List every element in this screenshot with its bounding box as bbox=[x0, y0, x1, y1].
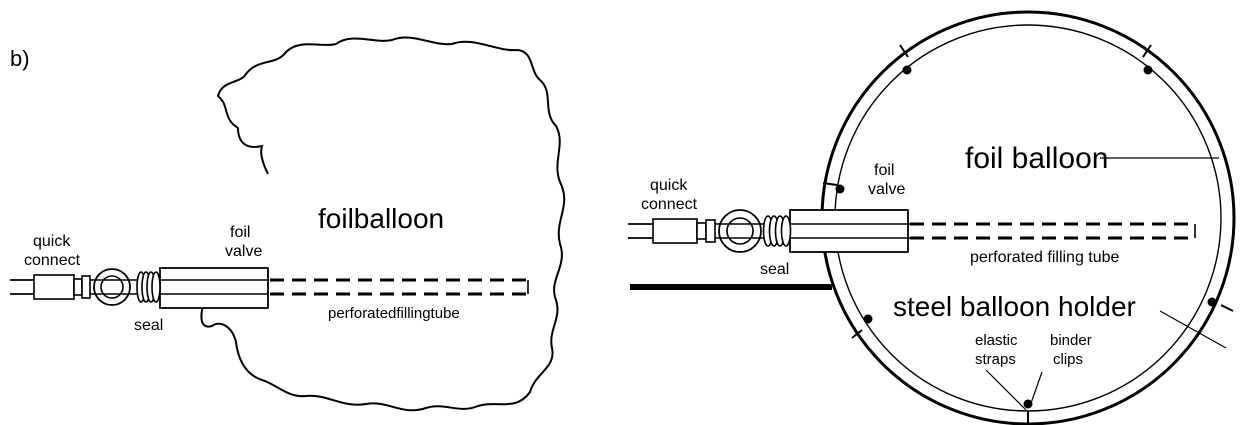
left-balloon-label: foilballoon bbox=[318, 203, 444, 234]
right-clips-leader bbox=[1029, 371, 1043, 407]
left-panel bbox=[10, 36, 566, 412]
right-clips-label-1: binder bbox=[1050, 332, 1092, 349]
right-quick-label-2: connect bbox=[641, 196, 698, 213]
left-quick-label-1: quick bbox=[33, 233, 71, 250]
right-valve-label-1: foil bbox=[874, 162, 894, 179]
right-valve-label-2: valve bbox=[868, 181, 905, 198]
right-panel bbox=[628, 10, 1236, 425]
right-balloon-label: foil balloon bbox=[965, 142, 1108, 175]
left-quick-label-2: connect bbox=[24, 252, 81, 269]
right-quick-label-1: quick bbox=[650, 177, 688, 194]
left-tube-label: perforatedfillingtube bbox=[328, 305, 460, 322]
left-seal-coils bbox=[136, 271, 161, 303]
right-holder-label: steel balloon holder bbox=[893, 291, 1136, 322]
right-binder-clips bbox=[822, 44, 1234, 424]
left-seal-label: seal bbox=[134, 317, 163, 334]
left-valve-label-1: foil bbox=[230, 224, 250, 241]
right-clips-label-2: clips bbox=[1053, 351, 1083, 368]
right-straps-label-2: straps bbox=[975, 351, 1016, 368]
right-tube-label: perforated filling tube bbox=[970, 249, 1120, 266]
right-straps-leader bbox=[985, 369, 1027, 411]
right-labels: quick connect foil valve foil balloon se… bbox=[641, 142, 1136, 368]
right-seal-label: seal bbox=[760, 261, 789, 278]
figure-label: b) bbox=[10, 46, 30, 71]
left-foil-valve-body bbox=[159, 267, 269, 309]
left-labels: quick connect foil valve foilballoon sea… bbox=[24, 203, 460, 334]
left-quick-connect bbox=[10, 268, 131, 306]
left-foil-balloon-outline bbox=[200, 36, 566, 412]
left-valve-label-2: valve bbox=[225, 243, 262, 260]
right-seal-coils bbox=[762, 215, 792, 247]
right-foil-valve-body bbox=[789, 209, 909, 253]
right-quick-connect bbox=[628, 209, 762, 253]
right-straps-label-1: elastic bbox=[975, 332, 1018, 349]
right-holder-leader bbox=[1159, 310, 1227, 349]
